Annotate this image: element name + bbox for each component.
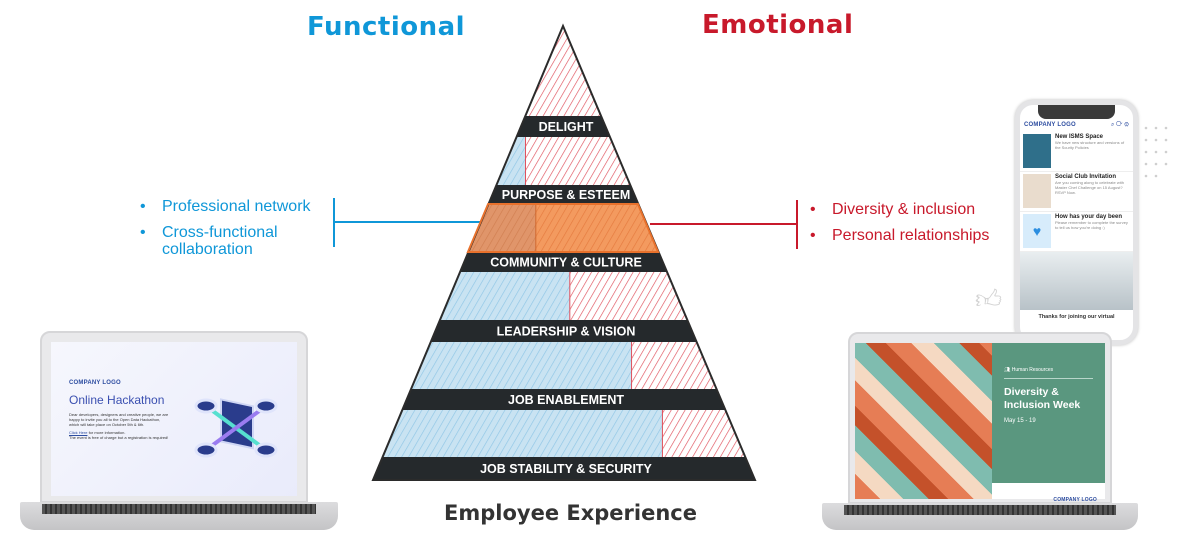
- functional-heading: Functional: [307, 12, 466, 42]
- functional-segment: [373, 137, 526, 185]
- left-laptop-base: [20, 502, 338, 530]
- thumbs-up-icon: 👍︎: [975, 284, 1003, 314]
- level-label-bar: [373, 252, 755, 272]
- level-label-bar: [373, 116, 755, 137]
- people-icon: 👥︎: [1004, 367, 1012, 373]
- card-title: How has your day been: [1055, 214, 1123, 220]
- right-laptop-base: [822, 503, 1138, 530]
- chef-image: [1023, 174, 1051, 208]
- footer-title: Employee Experience: [444, 501, 697, 525]
- card-text: We have new structure and versions of th…: [1055, 140, 1125, 150]
- level-label-bar: [373, 320, 755, 342]
- highlight-outline: [466, 203, 660, 253]
- functional-segment: [373, 410, 663, 457]
- hackathon-body: Dear developers, designers and creative …: [69, 412, 169, 427]
- network-illustration: [194, 398, 278, 458]
- left-laptop: COMPANY LOGO Online Hackathon Dear devel…: [40, 331, 308, 503]
- functional-item: Professional network: [140, 198, 330, 215]
- banner-text: Thanks for joining our virtual: [1038, 314, 1115, 320]
- company-logo: COMPANY LOGO: [1053, 497, 1097, 503]
- office-photo: [1020, 252, 1133, 310]
- emotional-item: Diversity & inclusion: [810, 201, 1000, 218]
- emotional-bracket: [796, 200, 798, 249]
- company-logo: COMPANY LOGO: [69, 380, 121, 386]
- event-title: Diversity & Inclusion Week: [1004, 386, 1081, 411]
- lock-image: [1023, 134, 1051, 168]
- emotional-segment: [373, 204, 755, 252]
- diversity-screen: 👥︎ Human Resources Diversity & Inclusion…: [855, 343, 1105, 503]
- emotional-segment: [373, 137, 755, 185]
- functional-segment: [373, 204, 536, 252]
- click-here-link[interactable]: Click Here: [69, 430, 88, 435]
- level-label-bar: [373, 389, 755, 410]
- card-title: Social Club Invitation: [1055, 174, 1117, 180]
- event-dates: May 15 - 19: [1004, 418, 1036, 424]
- emotional-list: Diversity & inclusion Personal relations…: [810, 201, 1000, 253]
- dot-grid-decoration: [1144, 126, 1168, 178]
- category-label: 👥︎ Human Resources: [1004, 367, 1093, 379]
- heart-icon: ♥: [1023, 214, 1051, 248]
- level-label: JOB STABILITY & SECURITY: [480, 462, 652, 476]
- right-laptop: 👥︎ Human Resources Diversity & Inclusion…: [848, 332, 1112, 504]
- link-rest: for more information.: [87, 430, 126, 435]
- hackathon-title: Online Hackathon: [69, 393, 165, 407]
- card-title: New ISMS Space: [1055, 134, 1104, 140]
- level-label: DELIGHT: [539, 120, 594, 134]
- company-logo: COMPANY LOGO: [1024, 122, 1076, 128]
- functional-connector: [334, 221, 482, 223]
- level-label-bar: [373, 457, 755, 480]
- functional-segment: [373, 272, 570, 320]
- card-text: Are you coming along to celebrate with M…: [1055, 180, 1124, 195]
- emotional-segment: [373, 272, 755, 320]
- hackathon-note: The event is free of charge but a regist…: [69, 435, 169, 440]
- people-illustration: [855, 343, 992, 499]
- card-text: Please remember to complete the survey t…: [1055, 220, 1128, 230]
- level-label: JOB ENABLEMENT: [508, 393, 624, 407]
- emotional-connector: [650, 223, 797, 225]
- emotional-segment: [373, 26, 755, 116]
- level-label: PURPOSE & ESTEEM: [502, 188, 631, 202]
- functional-segment: [373, 342, 632, 389]
- hackathon-screen: COMPANY LOGO Online Hackathon Dear devel…: [51, 342, 297, 496]
- level-label: COMMUNITY & CULTURE: [490, 256, 642, 270]
- phone-toolbar-icons[interactable]: ⌕ ⟳ ⚙: [1111, 122, 1129, 128]
- level-label: LEADERSHIP & VISION: [497, 325, 636, 339]
- emotional-heading: Emotional: [702, 10, 854, 40]
- functional-list: Professional network Cross-functional co…: [140, 198, 330, 267]
- functional-item: Cross-functional collaboration: [140, 224, 290, 258]
- emotional-item: Personal relationships: [810, 227, 1000, 244]
